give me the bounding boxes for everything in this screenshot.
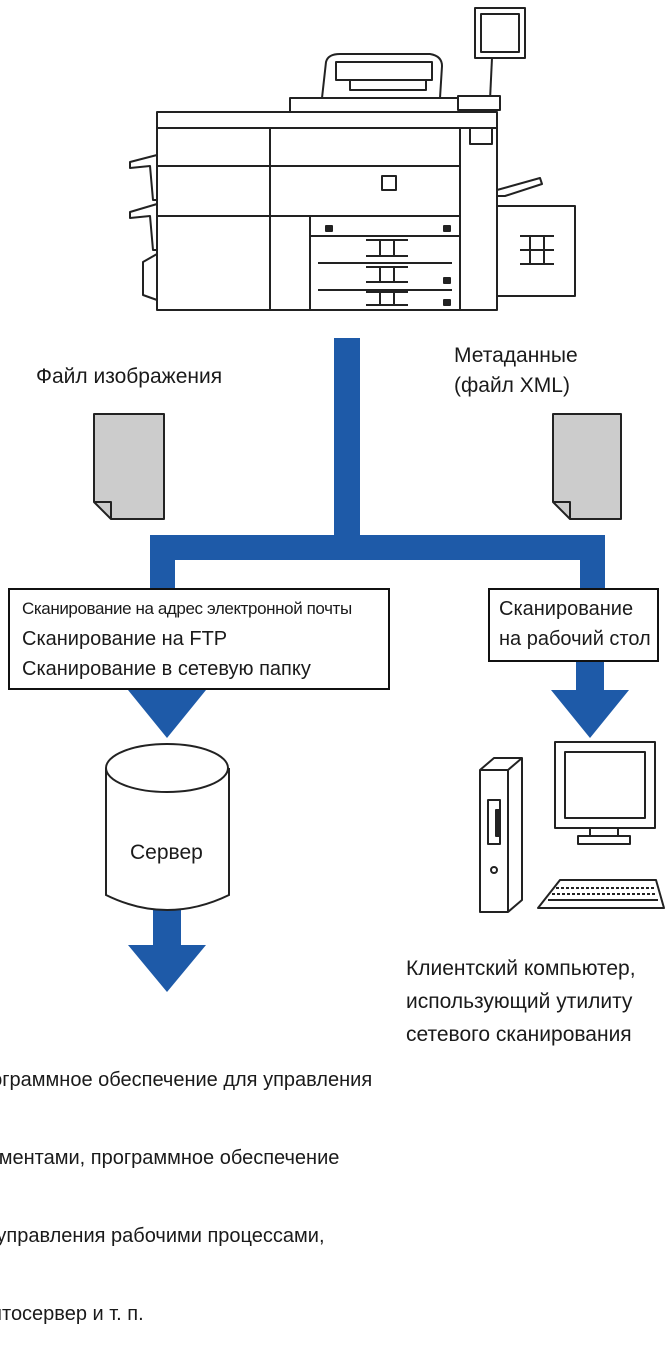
scan-methods-box: Сканирование на адрес электронной почты … <box>8 588 390 690</box>
arrow-down-to-computer <box>551 690 629 738</box>
client-computer-label-line1: Клиентский компьютер, <box>406 957 636 980</box>
scan-to-desktop-box: Сканирование на рабочий стол <box>488 588 659 662</box>
desktop-computer-icon <box>479 741 665 913</box>
arrow-down-to-server <box>128 690 206 738</box>
flow-arrows <box>128 338 629 992</box>
bottom-text-line: кументами, программное обеспечение <box>0 1147 340 1169</box>
multifunction-printer-icon <box>129 7 576 311</box>
scan-to-desktop-line1: Сканирование <box>499 598 634 620</box>
client-computer-label-line3: сетевого сканирования <box>406 1023 632 1046</box>
bottom-text-line: я управления рабочими процессами, <box>0 1225 325 1247</box>
image-file-label: Файл изображения <box>36 365 223 388</box>
bottom-text-line: иптосервер и т. п. <box>0 1303 144 1325</box>
left-drop <box>150 535 175 590</box>
workflow-diagram <box>93 7 665 992</box>
horizontal-branch <box>150 535 605 560</box>
document-icon <box>93 413 165 520</box>
scan-to-desktop-line2: на рабочий стол <box>499 628 651 650</box>
metadata-label-line2: (файл XML) <box>454 374 570 397</box>
scan-to-ftp-text: Сканирование на FTP <box>22 628 228 650</box>
server-label: Сервер <box>130 841 203 864</box>
arrow-down-to-apps <box>128 945 206 992</box>
scan-to-network-folder-text: Сканирование в сетевую папку <box>22 658 311 680</box>
client-computer-label-line2: использующий утилиту <box>406 990 633 1013</box>
metadata-document-icon <box>552 413 622 520</box>
document-management-software-text: рограммное обеспечение для управления ку… <box>0 1015 372 1353</box>
scan-to-email-text: Сканирование на адрес электронной почты <box>22 599 352 618</box>
main-vertical-trunk <box>334 338 360 554</box>
right-drop <box>580 535 605 590</box>
metadata-label-line1: Метаданные <box>454 344 578 367</box>
bottom-text-line: рограммное обеспечение для управления <box>0 1069 373 1091</box>
database-cylinder-icon <box>105 743 230 911</box>
